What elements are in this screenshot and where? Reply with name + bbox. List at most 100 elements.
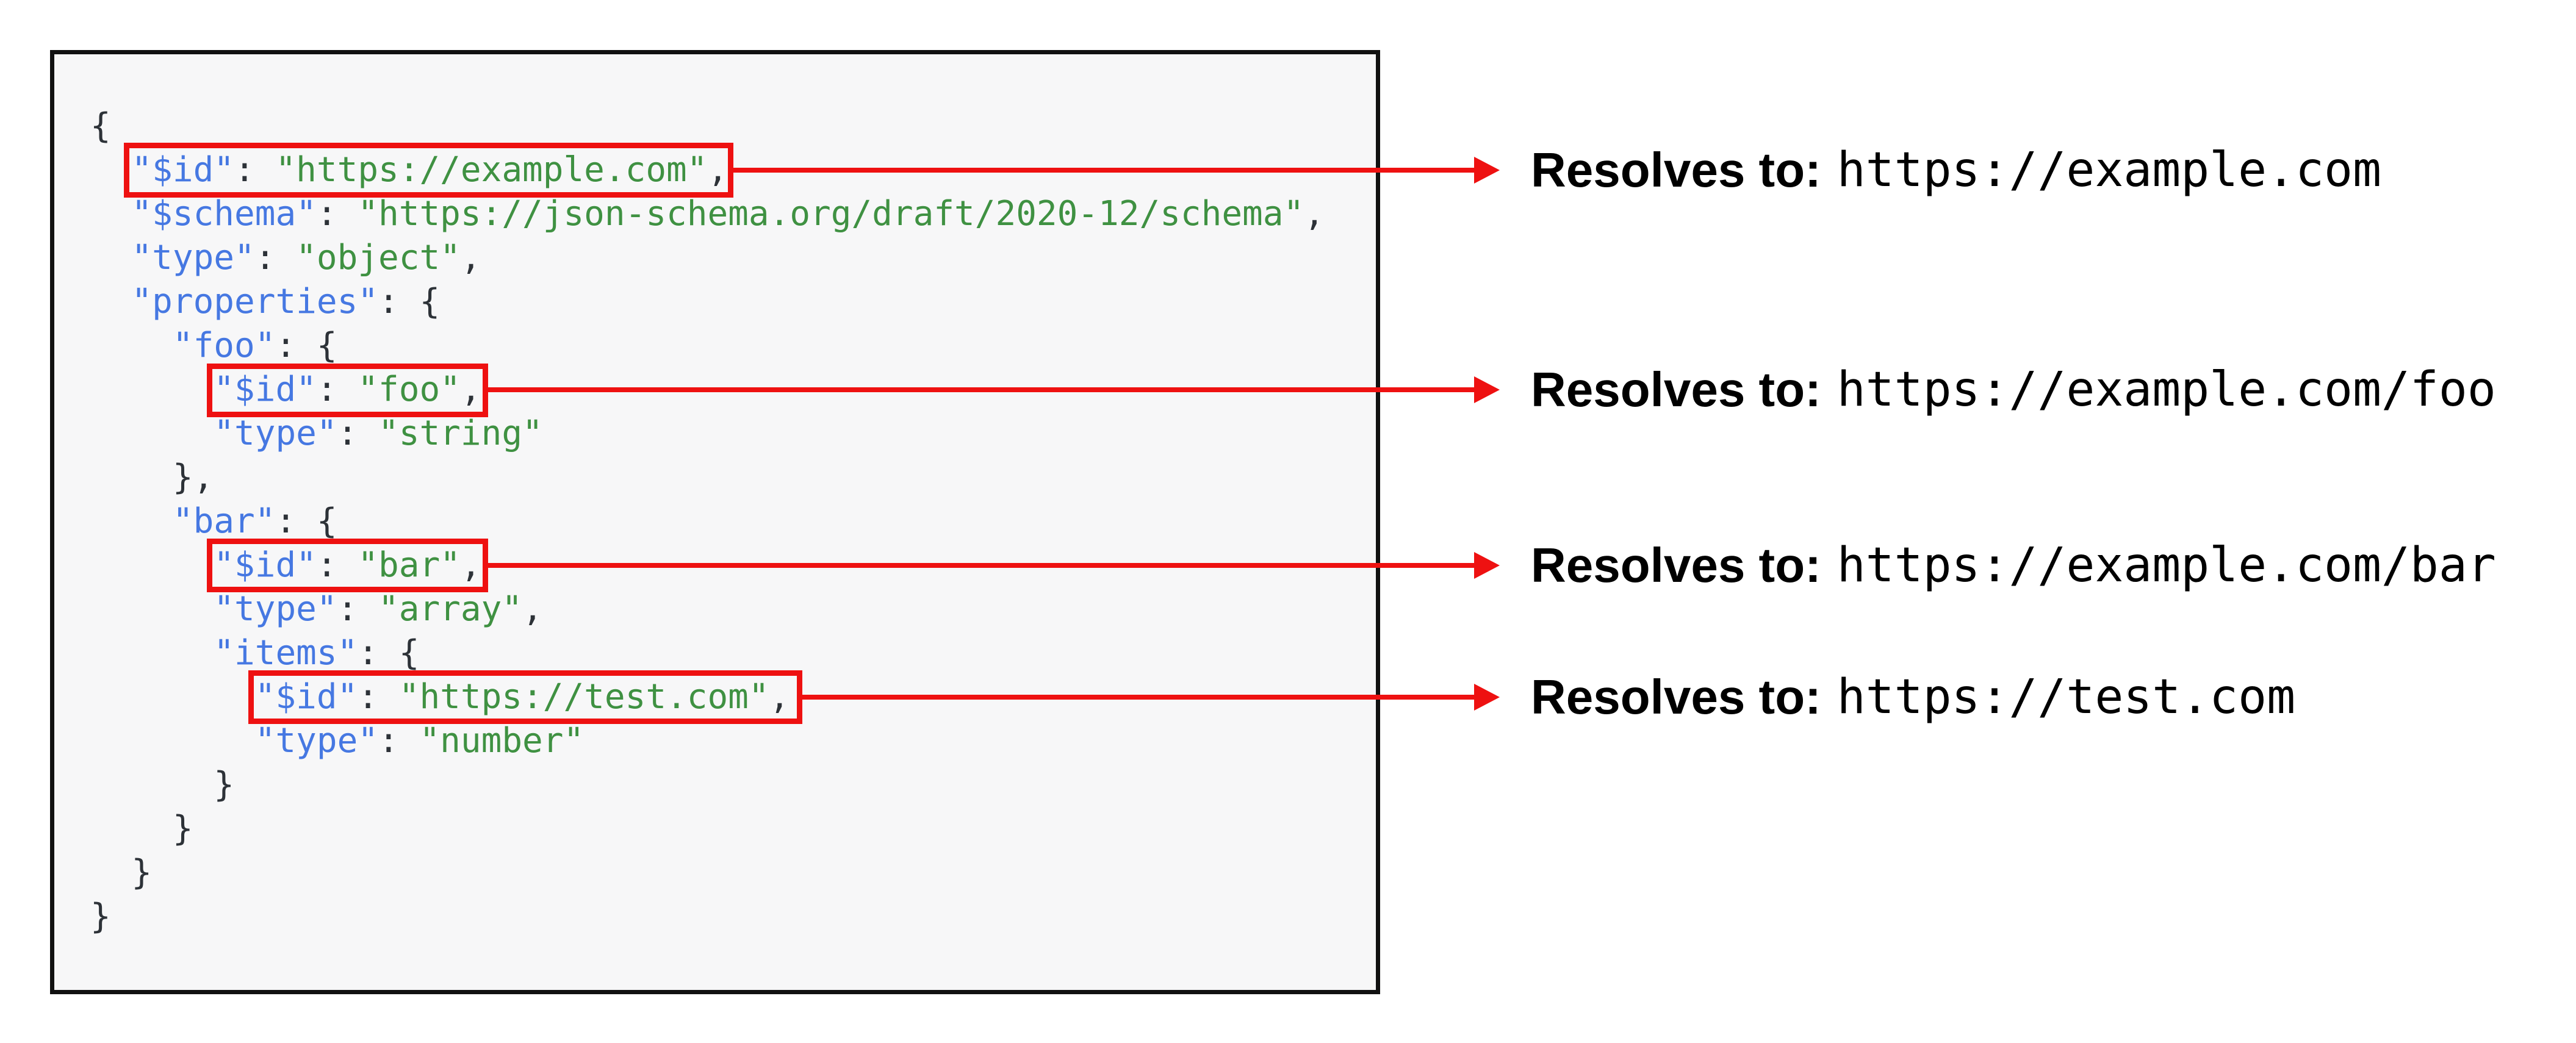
- code-token-pun: ,: [460, 370, 481, 409]
- code-token-pun: }: [90, 765, 235, 805]
- code-token-pun: [90, 501, 173, 541]
- code-line: "items": {: [90, 631, 1376, 675]
- code-token-key: "properties": [131, 282, 379, 321]
- code-token-key: "$id": [214, 545, 317, 585]
- code-token-pun: },: [90, 457, 214, 497]
- resolve-annotation-root: Resolves to: https://example.com: [1531, 140, 2381, 201]
- arrow-line: [487, 387, 1477, 392]
- arrow-root-id: [732, 157, 1500, 184]
- code-token-pun: [90, 545, 214, 585]
- code-token-pun: [90, 194, 131, 234]
- arrow-foo-id: [487, 376, 1500, 403]
- code-token-pun: {: [90, 106, 111, 146]
- code-line: "type": "number": [90, 719, 1376, 763]
- arrow-items-id: [801, 684, 1500, 711]
- code-line: }: [90, 763, 1376, 807]
- code-token-pun: [90, 633, 214, 673]
- code-token-pun: : {: [275, 326, 337, 365]
- code-line: }: [90, 895, 1376, 939]
- code-line: },: [90, 456, 1376, 500]
- code-token-pun: :: [234, 150, 276, 190]
- code-line: "$id": "https://test.com",: [90, 675, 1376, 719]
- code-token-pun: [90, 282, 131, 321]
- arrow-head-icon: [1474, 157, 1500, 184]
- code-token-pun: :: [337, 414, 379, 453]
- resolve-annotation-bar: Resolves to: https://example.com/bar: [1531, 535, 2496, 596]
- code-token-str: "string": [378, 414, 543, 453]
- code-token-key: "bar": [172, 501, 276, 541]
- code-line: "type": "object",: [90, 236, 1376, 280]
- code-token-pun: : {: [358, 633, 420, 673]
- resolved-url: https://example.com/foo: [1837, 362, 2496, 417]
- resolved-url: https://test.com: [1837, 670, 2296, 725]
- code-token-pun: [90, 326, 173, 365]
- arrow-head-icon: [1474, 552, 1500, 579]
- highlight-box-foo-id: [207, 364, 488, 417]
- code-line: }: [90, 807, 1376, 851]
- code-token-pun: }: [90, 853, 153, 892]
- code-token-pun: [90, 370, 214, 409]
- code-token-pun: :: [337, 589, 379, 629]
- code-token-pun: ,: [522, 589, 543, 629]
- resolves-to-label: Resolves to:: [1531, 670, 1821, 724]
- code-token-pun: ,: [769, 677, 790, 717]
- code-token-pun: [90, 589, 214, 629]
- code-line: }: [90, 851, 1376, 895]
- json-schema-code-panel: { "$id": "https://example.com", "$schema…: [50, 50, 1380, 994]
- arrow-line: [487, 563, 1477, 568]
- code-token-key: "$schema": [131, 194, 317, 234]
- code-line: "$schema": "https://json-schema.org/draf…: [90, 192, 1376, 236]
- resolve-annotation-foo: Resolves to: https://example.com/foo: [1531, 359, 2496, 420]
- arrow-head-icon: [1474, 376, 1500, 403]
- code-token-str: "https://example.com": [275, 150, 708, 190]
- code-token-pun: ,: [460, 545, 481, 585]
- resolves-to-label: Resolves to:: [1531, 538, 1821, 592]
- code-token-pun: :: [316, 545, 358, 585]
- resolved-url: https://example.com: [1837, 143, 2381, 198]
- code-token-pun: ,: [1304, 194, 1325, 234]
- code-token-str: "https://json-schema.org/draft/2020-12/s…: [358, 194, 1304, 234]
- arrow-bar-id: [487, 552, 1500, 579]
- code-token-pun: :: [254, 238, 297, 278]
- code-token-key: "$id": [131, 150, 235, 190]
- code-token-pun: : {: [378, 282, 441, 321]
- code-token-pun: :: [316, 370, 358, 409]
- code-token-pun: ,: [460, 238, 481, 278]
- code-token-str: "foo": [358, 370, 461, 409]
- code-token-pun: [90, 677, 255, 717]
- code-token-pun: :: [378, 721, 420, 761]
- code-token-str: "object": [296, 238, 461, 278]
- code-line: "bar": {: [90, 500, 1376, 543]
- code-token-str: "https://test.com": [398, 677, 769, 717]
- code-line: "$id": "https://example.com",: [90, 148, 1376, 192]
- code-token-key: "type": [214, 589, 337, 629]
- code-line: "foo": {: [90, 324, 1376, 368]
- json-code: { "$id": "https://example.com", "$schema…: [54, 54, 1376, 939]
- code-token-key: "$id": [214, 370, 317, 409]
- arrow-line: [801, 695, 1477, 700]
- code-token-pun: :: [358, 677, 399, 717]
- code-token-pun: ,: [707, 150, 729, 190]
- code-line: "type": "array",: [90, 587, 1376, 631]
- arrow-line: [732, 168, 1477, 173]
- code-token-pun: [90, 238, 131, 278]
- code-token-key: "foo": [172, 326, 276, 365]
- resolves-to-label: Resolves to:: [1531, 143, 1821, 197]
- code-line: "type": "string": [90, 412, 1376, 456]
- code-token-pun: : {: [275, 501, 337, 541]
- code-line: {: [90, 104, 1376, 148]
- code-token-key: "$id": [254, 677, 358, 717]
- code-token-key: "type": [254, 721, 379, 761]
- highlight-box-bar-id: [207, 539, 488, 592]
- resolves-to-label: Resolves to:: [1531, 362, 1821, 417]
- code-line: "$id": "bar",: [90, 543, 1376, 587]
- code-line: "properties": {: [90, 280, 1376, 324]
- code-token-pun: :: [316, 194, 358, 234]
- code-token-pun: }: [90, 897, 111, 936]
- resolved-url: https://example.com/bar: [1837, 538, 2496, 593]
- code-token-pun: [90, 721, 255, 761]
- code-token-pun: [90, 414, 214, 453]
- code-token-pun: }: [90, 809, 193, 848]
- highlight-box-root-id: [124, 143, 733, 198]
